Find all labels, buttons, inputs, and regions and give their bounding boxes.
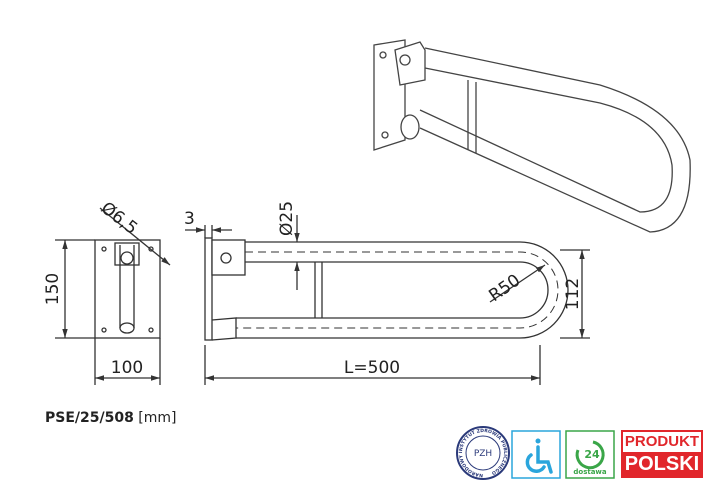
product-code-value: PSE/25/508 — [45, 410, 134, 426]
dim-plate-thickness: 3 — [184, 209, 195, 229]
pzh-seal: NARODOWY INSTYTUT ZDROWIA PUBLICZNEGO PZ… — [456, 426, 510, 480]
perspective-view — [373, 39, 691, 233]
clock-arrow-icon — [575, 440, 605, 470]
delivery-number: 24 — [584, 448, 600, 461]
dim-hole-diameter: Ø6,5 — [97, 198, 141, 239]
accessibility-badge — [511, 430, 561, 479]
polish-product-badge: PRODUKT POLSKI — [621, 430, 703, 478]
front-view — [185, 215, 590, 385]
delivery-label: dostawa — [573, 468, 607, 476]
dim-height: 112 — [563, 278, 583, 310]
polish-badge-line2: POLSKI — [623, 452, 701, 476]
unit-label: [mm] — [138, 410, 177, 426]
product-code: PSE/25/508 [mm] — [45, 410, 177, 426]
dim-plate-width: 100 — [111, 358, 143, 378]
polish-badge-line1: PRODUKT — [624, 433, 700, 450]
delivery-badge: 24 dostawa — [565, 430, 615, 479]
pzh-label: PZH — [474, 449, 492, 459]
wheelchair-icon — [525, 438, 553, 474]
dim-tube-diameter: Ø25 — [277, 201, 297, 236]
dim-length: L=500 — [344, 358, 400, 378]
dim-plate-height: 150 — [43, 273, 63, 305]
side-view — [55, 207, 171, 385]
